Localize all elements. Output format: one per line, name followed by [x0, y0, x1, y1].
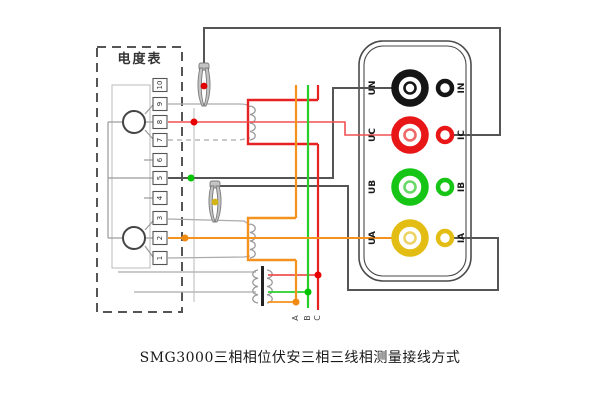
in-jack	[435, 78, 455, 98]
cable-terminal5-to-un	[168, 87, 394, 179]
wire-terminal3-ct	[167, 218, 251, 226]
ua-tap-dot	[181, 234, 189, 242]
phase-c-label: C	[313, 315, 322, 321]
terminal-number-9: 9	[156, 101, 164, 107]
panel-jacks	[391, 69, 455, 257]
voltage-transformer	[252, 266, 273, 306]
meter-internal-wires	[107, 104, 154, 258]
un-jack-center	[403, 81, 417, 95]
uc-tap-dot	[190, 118, 198, 126]
pt-c-junction-dot	[314, 271, 322, 279]
phase-a-wires	[168, 85, 394, 303]
un-tap-dot	[187, 174, 195, 182]
ua-jack-center	[403, 231, 417, 245]
ub-label: UB	[368, 179, 378, 195]
ct-c-coil	[249, 105, 256, 141]
ia-label: IA	[457, 232, 467, 244]
uc-jack-center	[403, 128, 417, 142]
ic-jack	[435, 125, 455, 145]
in-label: IN	[457, 82, 467, 94]
wire-terminal7-ct-dashed	[168, 137, 251, 141]
pt-b-junction-dot	[304, 288, 312, 296]
cable-ia-clip-to-ia	[218, 185, 499, 291]
wire-terminal9-ct	[168, 103, 251, 108]
ct-a-coil	[249, 223, 256, 259]
ic-clip-dot	[200, 82, 208, 90]
ic-label: IC	[457, 130, 467, 140]
instrument-panel	[358, 40, 472, 282]
ib-label: IB	[457, 181, 467, 193]
terminal-number-5: 5	[156, 175, 164, 181]
terminal-number-8: 8	[156, 119, 164, 125]
meter-dashed-border	[96, 46, 183, 313]
terminal-number-1: 1	[156, 255, 164, 261]
phase-c-wires	[168, 85, 394, 310]
wire-terminal1-ct	[167, 255, 251, 259]
cable-ic-clip-to-ic	[203, 27, 501, 136]
meter-element-1	[122, 110, 146, 134]
terminal-number-2: 2	[156, 235, 164, 241]
phase-b-wires	[268, 85, 310, 308]
terminal-number-3: 3	[156, 215, 164, 221]
terminal-number-6: 6	[156, 157, 164, 163]
meter-inner-outline	[111, 84, 151, 269]
pt-secondary-coil	[266, 269, 273, 304]
terminal-number-4: 4	[156, 195, 164, 201]
ua-label: UA	[368, 231, 378, 245]
junction-dots	[181, 118, 322, 306]
meter-box-label: 电度表	[117, 52, 163, 67]
terminal-strip	[152, 77, 168, 266]
pt-core	[261, 266, 264, 306]
pt-a-junction-dot	[292, 298, 300, 306]
pt-primary-coil	[252, 269, 259, 304]
meter-element-2	[122, 226, 146, 250]
dark-cables	[168, 27, 501, 291]
ia-jack	[435, 228, 455, 248]
phase-a-label: A	[291, 315, 300, 321]
ia-clip-dot	[211, 198, 219, 206]
wire-terminal8-to-uc	[168, 121, 394, 136]
un-label: UN	[368, 80, 378, 96]
ic-test-clip	[197, 62, 211, 107]
panel-inner-frame	[363, 45, 467, 277]
terminal-number-10: 10	[156, 80, 164, 90]
terminal-number-7: 7	[156, 137, 164, 143]
ib-jack	[435, 177, 455, 197]
meter-enclosure	[96, 46, 183, 313]
secondary-wires	[118, 103, 256, 302]
ub-jack-center	[403, 180, 417, 194]
ia-test-clip	[208, 180, 222, 223]
diagram-caption: SMG3000三相相位伏安三相三线相测量接线方式	[139, 350, 461, 366]
uc-label: UC	[368, 128, 378, 142]
